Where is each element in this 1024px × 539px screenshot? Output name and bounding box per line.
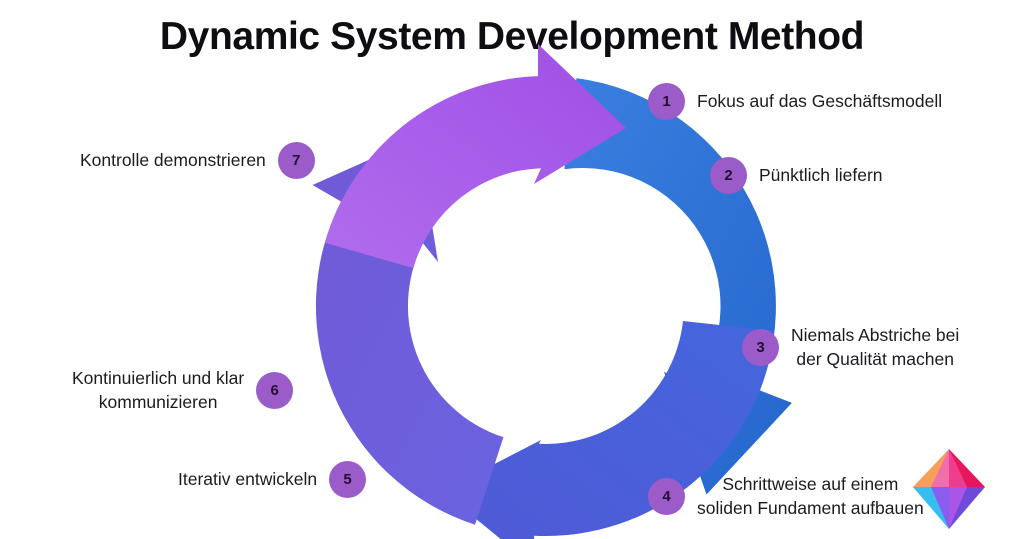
gem-diamond-logo — [913, 449, 985, 529]
status-badge: 6 — [256, 371, 294, 409]
list-item-label: Pünktlich liefern — [759, 165, 883, 186]
list-item[interactable]: 1 Fokus auf das Geschäftsmodell — [648, 83, 942, 120]
status-badge: 1 — [648, 83, 685, 120]
list-item-label: Kontinuierlich und klar kommunizieren — [72, 368, 245, 413]
list-item-label: Iterativ entwickeln — [178, 469, 318, 490]
arrow-segment-purple-top-left — [324, 44, 626, 269]
list-item-label: Schrittweise auf einem soliden Fundament… — [697, 474, 924, 519]
status-badge: 2 — [710, 157, 747, 194]
status-badge: 7 — [277, 142, 315, 179]
list-item[interactable]: 3 Niemals Abstriche bei der Qualität mac… — [742, 323, 959, 371]
list-item-label: Fokus auf das Geschäftsmodell — [697, 91, 943, 112]
list-item[interactable]: 4 Schrittweise auf einem soliden Fundame… — [648, 472, 924, 520]
list-item[interactable]: 2 Pünktlich liefern — [710, 157, 883, 194]
list-item[interactable]: Kontinuierlich und klar kommunizieren 6 — [72, 366, 294, 414]
status-badge: 3 — [742, 328, 779, 366]
list-item-label: Niemals Abstriche bei der Qualität mache… — [791, 325, 960, 370]
status-badge: 4 — [648, 477, 685, 515]
list-item[interactable]: Kontrolle demonstrieren 7 — [80, 142, 315, 179]
status-badge: 5 — [329, 461, 367, 498]
list-item-label: Kontrolle demonstrieren — [80, 150, 266, 171]
arrow-segment-blue-bottom-right — [442, 321, 775, 539]
page-title: Dynamic System Development Method — [159, 15, 865, 58]
list-item[interactable]: Iterativ entwickeln 5 — [178, 461, 367, 498]
